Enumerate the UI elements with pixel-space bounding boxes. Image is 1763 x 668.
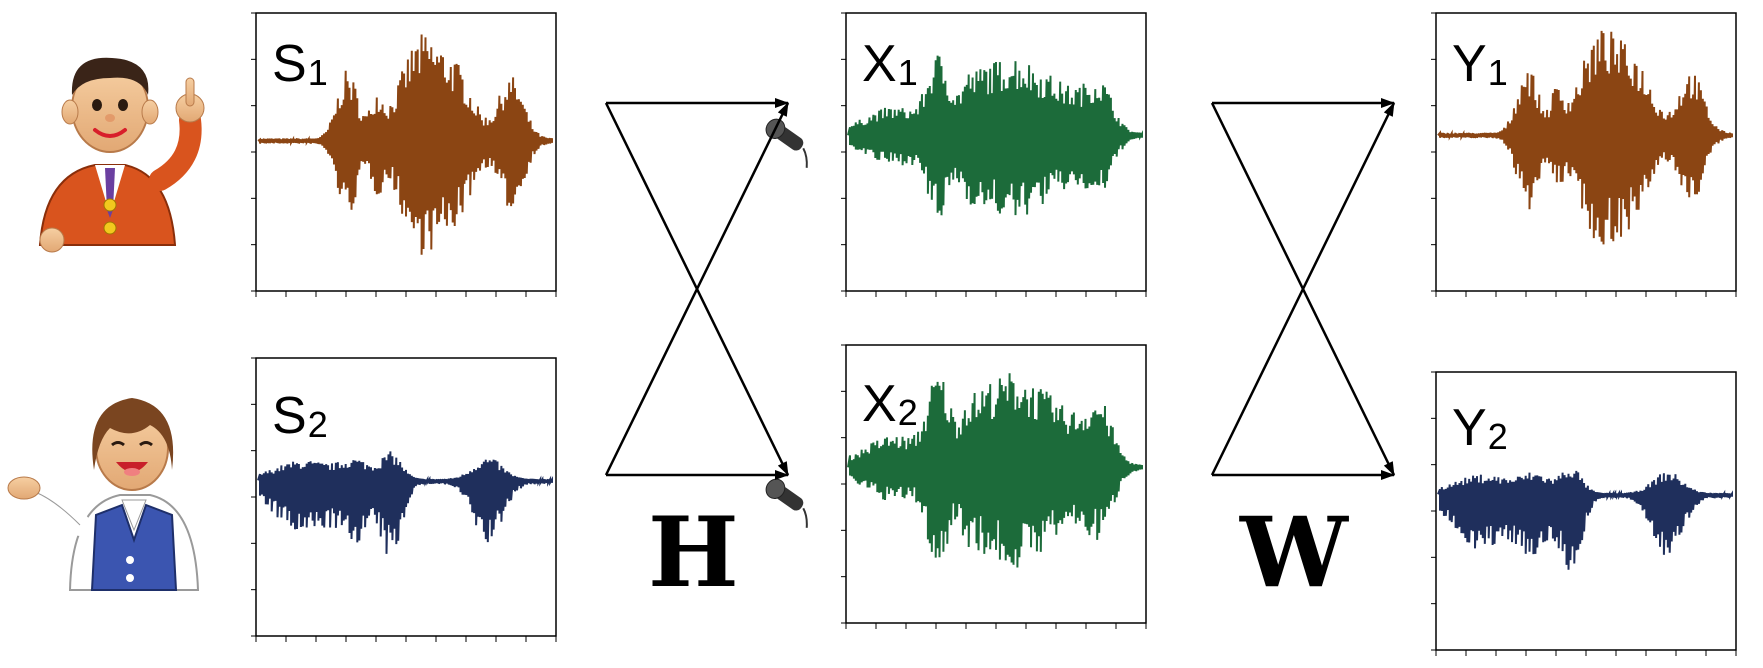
x1-label: X1: [862, 35, 918, 93]
x2-label: X2: [862, 375, 918, 433]
s2-waveform-plot: [251, 357, 557, 642]
waveform-trace: [1437, 30, 1733, 245]
microphone-icon: [765, 478, 808, 528]
y1-label: Y1: [1452, 35, 1508, 93]
female-speaker-avatar-icon: [7, 398, 200, 591]
s1-waveform-plot: [251, 12, 557, 297]
s2-label: S2: [272, 387, 328, 445]
y1-waveform-plot: [1431, 12, 1737, 297]
waveform-trace: [257, 34, 553, 255]
male-speaker-avatar-icon: [38, 57, 205, 253]
waveform-trace: [847, 373, 1143, 568]
separation-arrows: [1210, 98, 1396, 480]
mixing-matrix-label: H: [648, 496, 739, 609]
separation-matrix-label: W: [1240, 496, 1348, 609]
y2-label: Y2: [1452, 399, 1508, 457]
s1-label: S1: [272, 35, 328, 93]
y2-waveform-plot: [1431, 371, 1737, 656]
waveform-trace: [847, 55, 1143, 216]
mixing-arrows: [604, 98, 790, 480]
x2-waveform-plot: [841, 344, 1147, 629]
waveform-trace: [257, 451, 553, 554]
waveform-trace: [1437, 470, 1733, 570]
x1-waveform-plot: [841, 12, 1147, 297]
